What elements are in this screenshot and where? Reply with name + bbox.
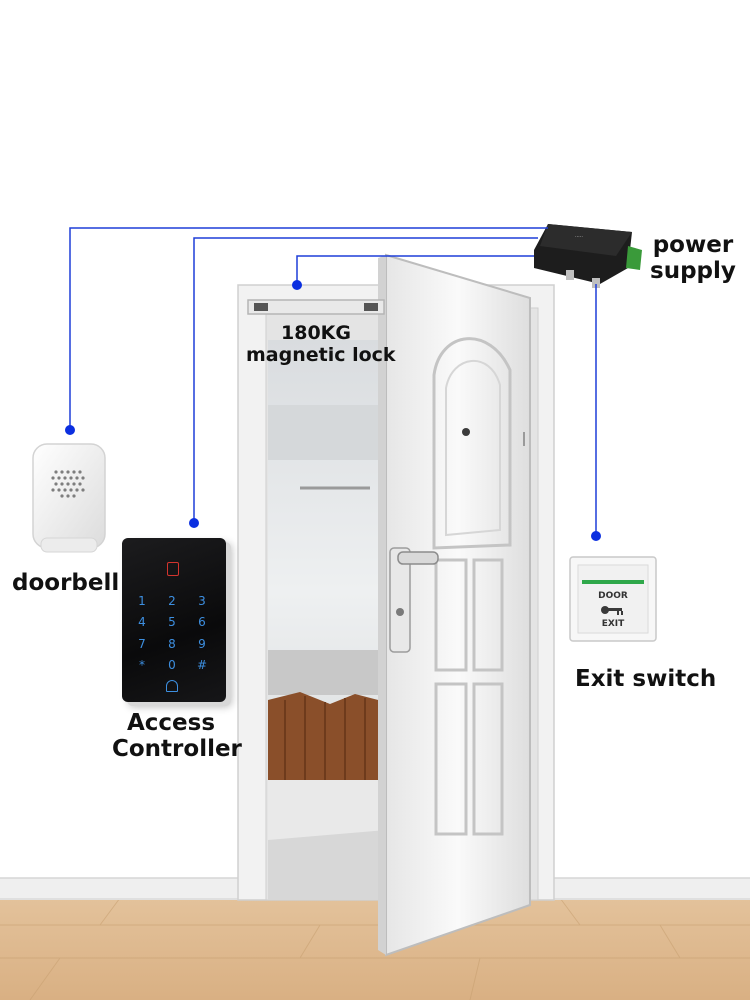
doorbell-label: doorbell xyxy=(12,570,120,596)
door xyxy=(378,253,531,957)
room-view xyxy=(268,340,386,900)
keypad-key: 3 xyxy=(198,594,206,608)
bell-icon xyxy=(166,680,178,692)
wire-doorbell xyxy=(69,227,548,430)
power-supply-label: power supply xyxy=(650,232,736,285)
magnetic-lock xyxy=(247,299,385,315)
keypad-key: 8 xyxy=(168,637,176,651)
power-supply-label-line2: supply xyxy=(650,258,736,285)
door-handle xyxy=(389,547,439,653)
svg-text:·····: ····· xyxy=(575,234,583,240)
doorbell-device xyxy=(32,443,106,553)
doorbell-speaker-grille xyxy=(51,470,85,498)
exit-switch-green-bar xyxy=(582,580,644,584)
keypad-key: 9 xyxy=(198,637,206,651)
wiring xyxy=(69,227,597,536)
keypad-key: 0 xyxy=(168,658,176,672)
keypad-key: 4 xyxy=(138,615,146,629)
keypad-key: 6 xyxy=(198,615,206,629)
wire-magnetic-lock xyxy=(296,255,534,285)
access-controller-keypad: 1 2 3 4 5 6 7 8 9 * 0 # xyxy=(122,538,226,702)
key-icon xyxy=(601,606,623,615)
wire-access-controller xyxy=(193,237,538,523)
door-arch-panel xyxy=(432,337,512,550)
keypad-key: 5 xyxy=(168,615,176,629)
card-reader-indicator xyxy=(167,562,179,576)
exit-switch-device xyxy=(569,556,657,642)
magnetic-lock-label: 180KG magnetic lock xyxy=(246,322,396,367)
floor xyxy=(0,898,750,1000)
node-exit-switch xyxy=(591,531,601,541)
power-supply-box: ····· xyxy=(534,224,642,288)
exit-switch-label: Exit switch xyxy=(575,666,717,692)
access-controller-label-line1: Access xyxy=(126,710,216,736)
exit-plate-exit-text: EXIT xyxy=(601,619,625,629)
power-supply-label-line1: power xyxy=(652,232,734,258)
keypad-key: 1 xyxy=(138,594,146,608)
keypad-key: # xyxy=(196,658,208,672)
access-controller-label: Access Controller xyxy=(112,710,242,763)
door-peephole xyxy=(462,428,470,436)
node-magnetic-lock xyxy=(292,280,302,290)
magnetic-lock-label-line2: magnetic lock xyxy=(246,343,396,366)
node-access-controller xyxy=(189,518,199,528)
node-doorbell xyxy=(65,425,75,435)
keypad-key: 2 xyxy=(168,594,176,608)
magnetic-lock-label-line1: 180KG xyxy=(281,322,351,344)
floor-planks xyxy=(0,897,750,1000)
access-controller-label-line2: Controller xyxy=(112,736,242,763)
exit-plate-door-text: DOOR xyxy=(598,591,628,601)
keypad-key: * xyxy=(139,658,145,672)
wire-nodes xyxy=(65,280,601,541)
keypad-key: 7 xyxy=(138,637,146,651)
